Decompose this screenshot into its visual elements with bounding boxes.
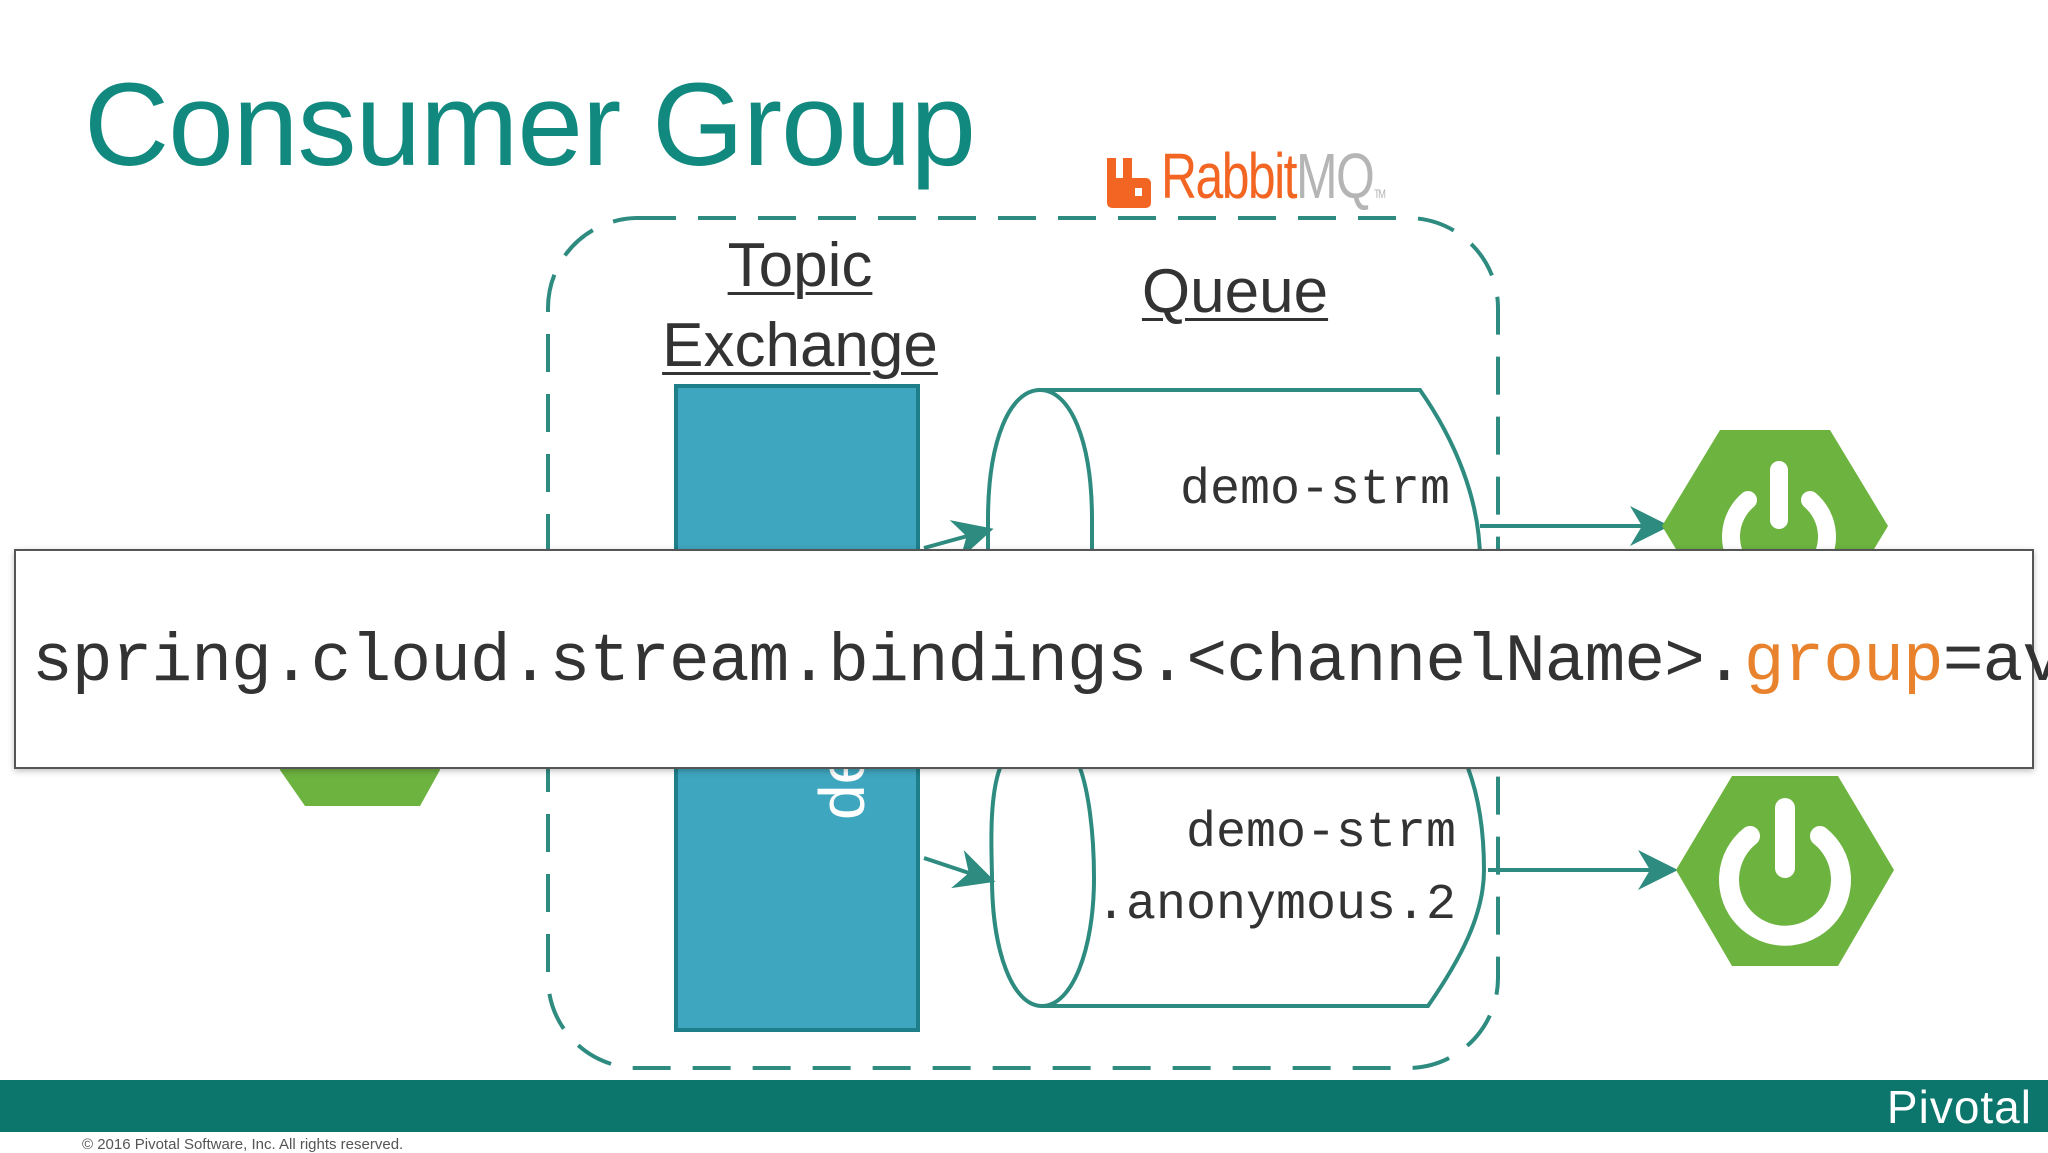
queue-1-line-1: demo-strm xyxy=(1179,462,1450,519)
rabbitmq-logo: RabbitMQTM xyxy=(1105,142,1447,208)
spring-power-icon xyxy=(1676,776,1894,966)
code-prefix: spring.cloud.stream.bindings.<channelNam… xyxy=(32,624,1745,701)
queue-2-line-2: .anonymous.2 xyxy=(1095,877,1456,934)
overlay-code-line: spring.cloud.stream.bindings.<channelNam… xyxy=(32,623,2048,703)
topic-label-line-2: Exchange xyxy=(662,311,938,380)
rabbitmq-trademark: TM xyxy=(1374,187,1386,201)
arrow-icon xyxy=(923,850,996,889)
rabbitmq-logo-icon xyxy=(1107,158,1151,208)
queue-2-line-1: demo-strm xyxy=(1185,805,1456,862)
arrow-icon xyxy=(923,520,994,559)
rabbitmq-wordmark-mq: MQ xyxy=(1295,140,1375,212)
topic-exchange-label: Topic Exchange xyxy=(640,226,960,386)
footer-bar: Pivotal xyxy=(0,1080,2048,1132)
code-suffix: =ave xyxy=(1942,624,2048,701)
queue-2-name: demo-strm .anonymous.2 xyxy=(1090,798,1456,942)
copyright-text: © 2016 Pivotal Software, Inc. All rights… xyxy=(82,1136,404,1153)
topic-label-line-1: Topic xyxy=(727,231,873,300)
queue-1-name: demo-strm xyxy=(1110,455,1450,527)
queue-label: Queue xyxy=(1141,257,1329,326)
rabbitmq-wordmark-rabbit: Rabbit xyxy=(1161,140,1297,212)
pivotal-logo: Pivotal xyxy=(1886,1081,2032,1133)
code-key: group xyxy=(1743,624,1944,701)
slide-title: Consumer Group xyxy=(84,59,976,191)
code-overlay: spring.cloud.stream.bindings.<channelNam… xyxy=(14,549,2048,769)
queue-1-cylinder xyxy=(986,388,1482,561)
rabbitmq-wordmark: RabbitMQTM xyxy=(1161,144,1386,208)
